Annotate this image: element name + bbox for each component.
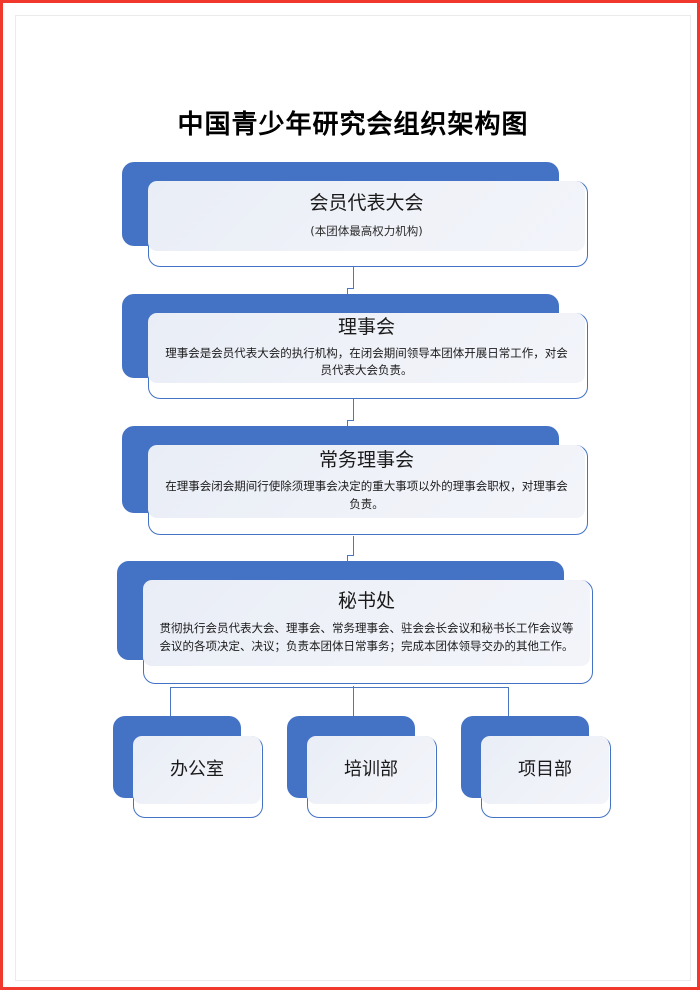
node-title: 常务理事会 <box>318 449 414 472</box>
node-title: 会员代表大会 <box>309 192 424 215</box>
connector-drop-office <box>170 687 172 718</box>
node-panel: 会员代表大会 (本团体最高权力机构) <box>148 181 585 251</box>
node-description: 贯彻执行会员代表大会、理事会、常务理事会、驻会会长会议和秘书长工作会议等会议的各… <box>159 620 574 654</box>
node-title: 办公室 <box>170 758 224 780</box>
org-node-project[interactable]: 项目部 <box>461 716 611 818</box>
connector-drop-project <box>508 687 510 718</box>
connector-congress-council-jog <box>347 288 354 290</box>
org-node-council[interactable]: 理事会 理事会是会员代表大会的执行机构，在闭会期间领导本团体开展日常工作，对会员… <box>122 294 588 399</box>
node-panel: 项目部 <box>481 736 609 804</box>
node-title: 秘书处 <box>337 590 395 613</box>
node-panel: 办公室 <box>133 736 261 804</box>
node-panel: 常务理事会 在理事会闭会期间行使除须理事会决定的重大事项以外的理事会职权，对理事… <box>148 445 585 518</box>
org-node-standing-council[interactable]: 常务理事会 在理事会闭会期间行使除须理事会决定的重大事项以外的理事会职权，对理事… <box>122 426 588 536</box>
connector-congress-council-upper <box>353 267 355 289</box>
org-chart: 会员代表大会 (本团体最高权力机构) 理事会 理事会是会员代表大会的执行机构，在… <box>3 3 700 993</box>
page-title: 中国青少年研究会组织架构图 <box>177 110 529 140</box>
connector-standing-secretariat-lower <box>347 555 349 564</box>
org-node-training[interactable]: 培训部 <box>287 716 437 818</box>
connector-drop-training <box>353 687 355 718</box>
connector-council-standing-jog <box>347 420 354 422</box>
node-description: 在理事会闭会期间行使除须理事会决定的重大事项以外的理事会职权，对理事会负责。 <box>165 479 568 511</box>
node-title: 理事会 <box>337 315 395 338</box>
org-node-office[interactable]: 办公室 <box>113 716 263 818</box>
node-description: 理事会是会员代表大会的执行机构，在闭会期间领导本团体开展日常工作，对会员代表大会… <box>165 345 568 378</box>
connector-congress-council-lower <box>347 288 349 297</box>
org-node-secretariat[interactable]: 秘书处 贯彻执行会员代表大会、理事会、常务理事会、驻会会长会议和秘书长工作会议等… <box>117 561 593 686</box>
connector-council-standing-upper <box>353 399 355 421</box>
node-panel: 秘书处 贯彻执行会员代表大会、理事会、常务理事会、驻会会长会议和秘书长工作会议等… <box>143 580 590 666</box>
node-subtitle: (本团体最高权力机构) <box>310 224 423 239</box>
connector-standing-secretariat-upper <box>353 536 355 556</box>
org-node-congress[interactable]: 会员代表大会 (本团体最高权力机构) <box>122 162 588 267</box>
connector-council-standing-lower <box>347 420 349 429</box>
connector-department-bus <box>170 687 509 689</box>
node-title: 培训部 <box>344 758 398 780</box>
node-panel: 理事会 理事会是会员代表大会的执行机构，在闭会期间领导本团体开展日常工作，对会员… <box>148 313 585 383</box>
node-title: 项目部 <box>518 758 572 780</box>
connector-standing-secretariat-jog <box>347 555 354 557</box>
node-panel: 培训部 <box>307 736 435 804</box>
